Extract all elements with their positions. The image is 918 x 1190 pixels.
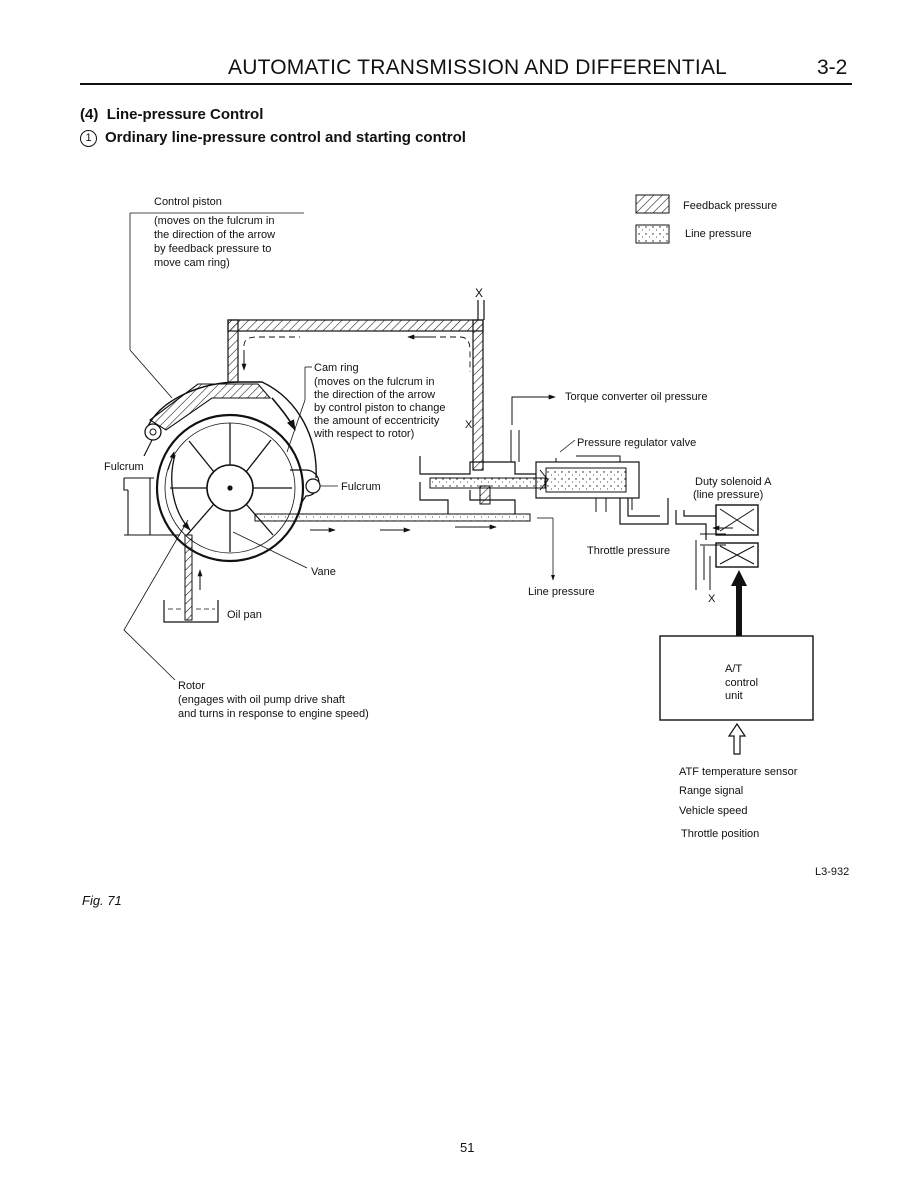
- cam-ring-desc-2: the direction of the arrow: [314, 389, 435, 401]
- control-unit-box: A/T control unit: [659, 635, 814, 721]
- legend-feedback-label: Feedback pressure: [683, 200, 777, 212]
- cam-ring-desc-3: by control piston to change: [314, 402, 445, 414]
- control-piston-title: Control piston: [154, 196, 222, 208]
- input-arrow: [727, 722, 747, 755]
- left-fulcrum-support: [123, 439, 180, 536]
- figure-label: Fig. 71: [82, 893, 122, 908]
- control-unit-line-3: unit: [725, 690, 743, 702]
- throttle-pressure-label: Throttle pressure: [587, 545, 670, 557]
- control-piston-desc-3: by feedback pressure to: [154, 243, 271, 255]
- cam-ring: [155, 413, 305, 563]
- cam-ring-desc-4: the amount of eccentricity: [314, 415, 440, 427]
- feedback-pressure-swatch: [635, 194, 670, 214]
- duty-solenoid-label: Duty solenoid A: [695, 476, 772, 488]
- legend: Feedback pressure Line pressure: [635, 194, 777, 244]
- input-vehicle-speed: Vehicle speed: [679, 805, 748, 817]
- figure-code: L3-932: [815, 866, 849, 878]
- control-piston-desc-4: move cam ring): [154, 257, 230, 269]
- subsubsection-title: Ordinary line-pressure control and start…: [105, 129, 466, 146]
- line-pressure-passage: [254, 513, 555, 581]
- header-section-number: 3-2: [817, 56, 848, 79]
- oil-pan: [163, 600, 219, 623]
- subsection-number: (4): [80, 106, 99, 123]
- oil-pan-label: Oil pan: [227, 609, 262, 621]
- control-unit-line-2: control: [725, 677, 758, 689]
- pressure-regulator-valve: [419, 430, 640, 514]
- subsubsection-heading: 1 Ordinary line-pressure control and star…: [80, 129, 466, 147]
- legend-line-label: Line pressure: [685, 228, 752, 240]
- line-pressure-label: Line pressure: [528, 586, 595, 598]
- vanes: [170, 423, 292, 552]
- control-piston-desc-1: (moves on the fulcrum in: [154, 215, 274, 227]
- control-piston-callout: Control piston (moves on the fulcrum in …: [129, 196, 304, 399]
- circled-number-marker: 1: [80, 130, 97, 147]
- duty-solenoid-sub-label: (line pressure): [693, 489, 763, 501]
- subsection-heading: (4) Line-pressure Control: [80, 106, 263, 123]
- header-title: AUTOMATIC TRANSMISSION AND DIFFERENTIAL: [228, 56, 728, 79]
- torque-converter-label: Torque converter oil pressure: [565, 391, 707, 403]
- rotor-desc-2: and turns in response to engine speed): [178, 708, 369, 720]
- line-pressure-swatch: [635, 224, 670, 244]
- page-number: 51: [460, 1140, 475, 1155]
- fulcrum-left-label: Fulcrum: [104, 461, 144, 473]
- feedback-passage: [227, 300, 485, 471]
- duty-solenoid: [619, 498, 759, 636]
- input-throttle-position: Throttle position: [681, 828, 759, 840]
- cam-ring-desc-5: with respect to rotor): [313, 428, 414, 440]
- header-rule: [80, 83, 852, 85]
- control-unit-line-1: A/T: [725, 663, 742, 675]
- control-piston-body: [149, 383, 272, 431]
- rotor-title: Rotor: [178, 680, 205, 692]
- cam-ring-title: Cam ring: [314, 362, 359, 374]
- drain-mark-solenoid: X: [708, 593, 716, 605]
- control-piston-desc-2: the direction of the arrow: [154, 229, 275, 241]
- cam-ring-callout: Cam ring (moves on the fulcrum in the di…: [286, 362, 445, 453]
- torque-converter-outlet: [511, 394, 556, 425]
- fulcrum-right-label: Fulcrum: [341, 481, 381, 493]
- input-range-signal: Range signal: [679, 785, 743, 797]
- drain-mark-cam: X: [465, 419, 473, 431]
- cam-ring-desc-1: (moves on the fulcrum in: [314, 376, 434, 388]
- rotor-desc-1: (engages with oil pump drive shaft: [178, 694, 345, 706]
- subsection-title: Line-pressure Control: [106, 106, 264, 123]
- pump-body: [144, 381, 338, 563]
- pressure-regulator-label: Pressure regulator valve: [577, 437, 696, 449]
- control-unit-inputs: ATF temperature sensor Range signal Vehi…: [679, 766, 798, 840]
- drain-mark-top: X: [475, 286, 483, 300]
- suction-pipe: [184, 534, 203, 621]
- vane-label: Vane: [311, 566, 336, 578]
- input-atf-temperature: ATF temperature sensor: [679, 766, 798, 778]
